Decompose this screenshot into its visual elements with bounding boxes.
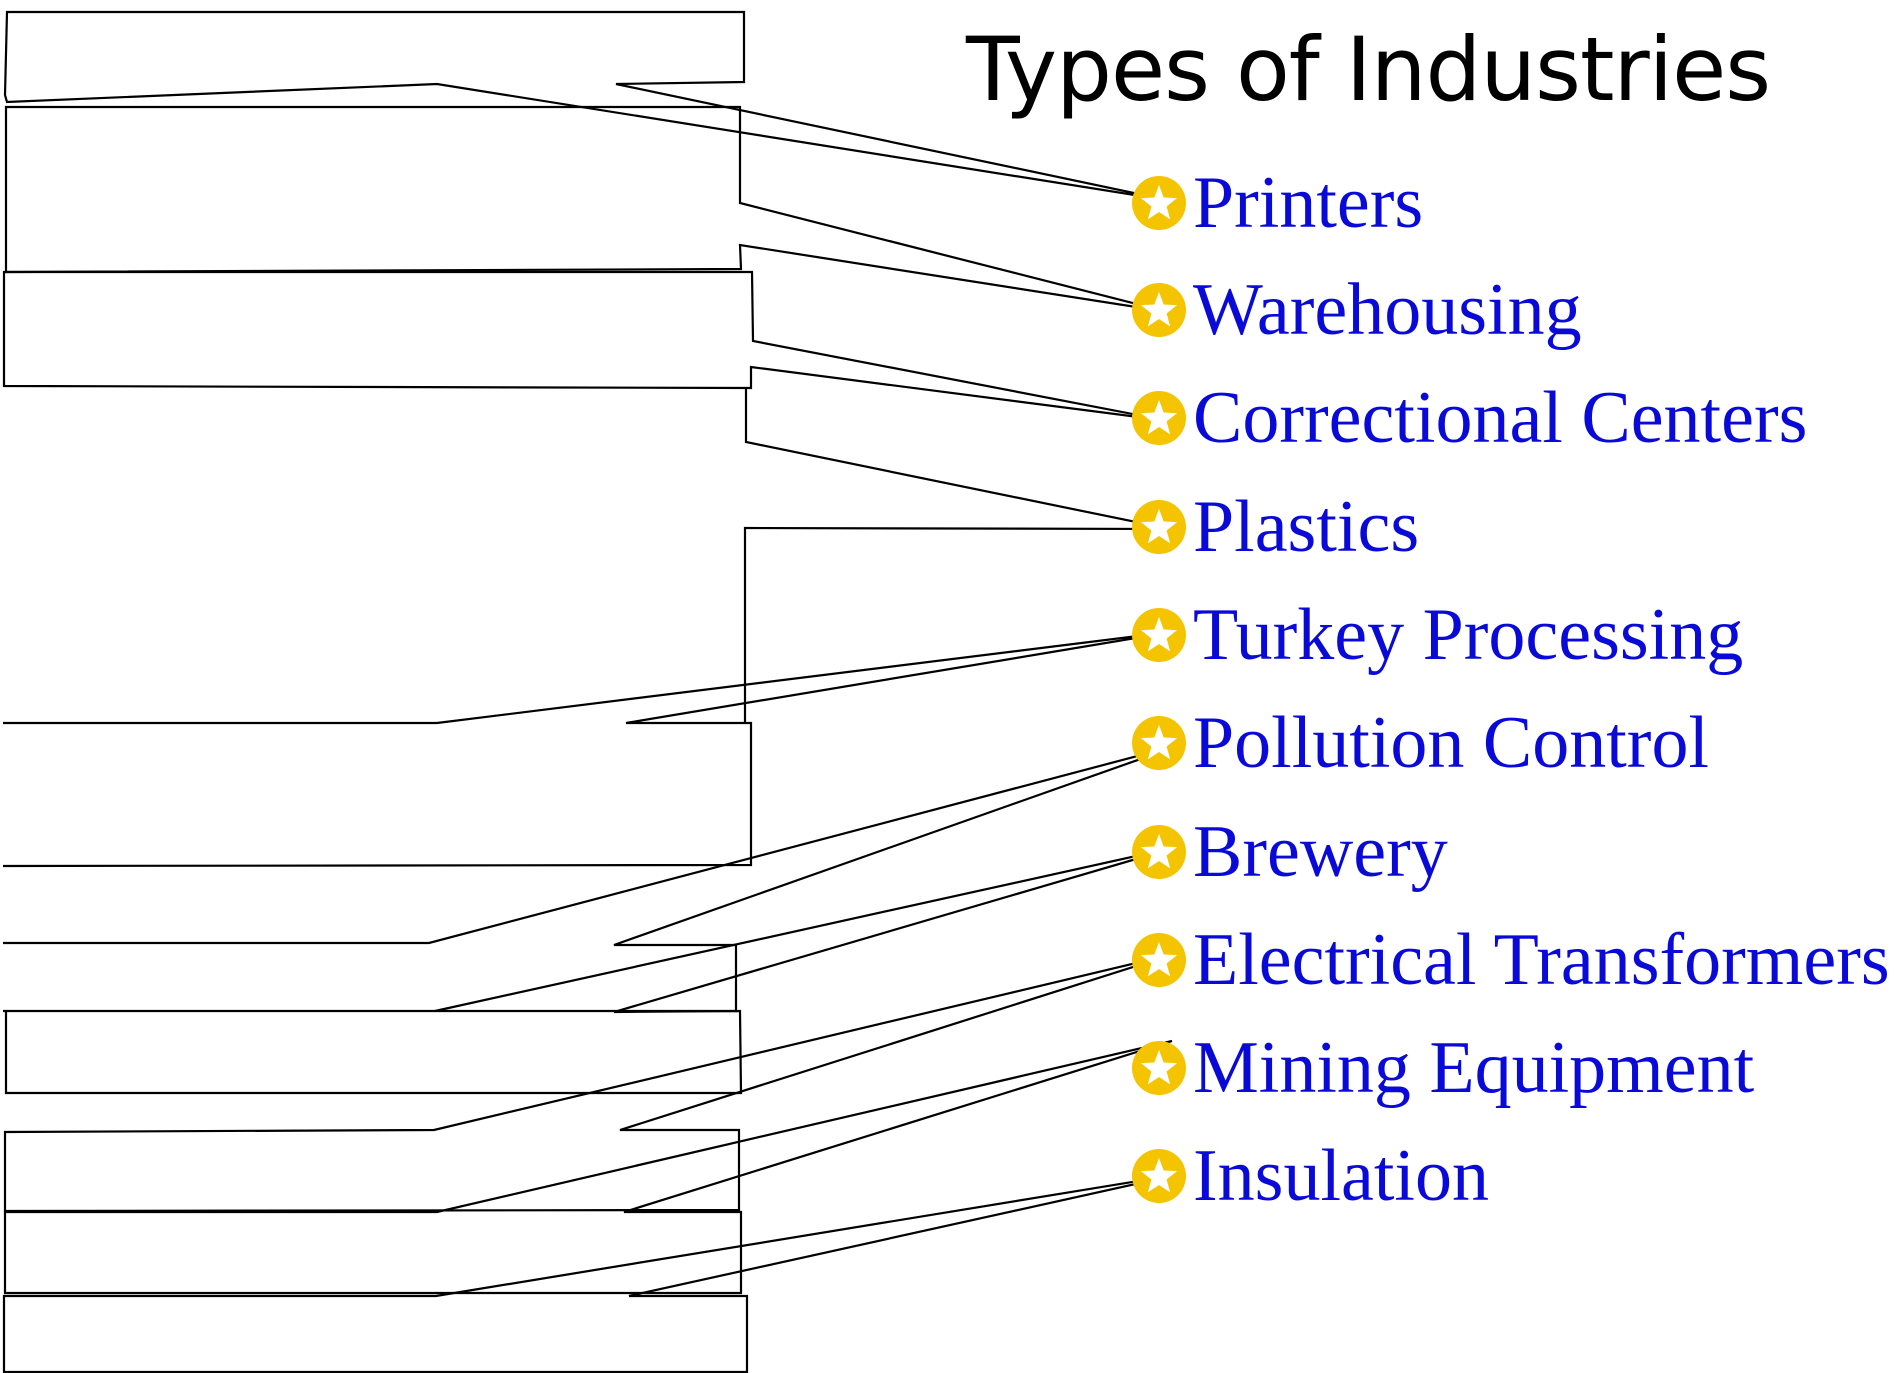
industry-label: Turkey Processing	[1193, 594, 1744, 676]
callout-printers	[3, 10, 1173, 203]
list-item: Plastics	[1131, 489, 1419, 565]
star-circle-icon	[1132, 608, 1186, 662]
industry-label: Insulation	[1193, 1135, 1489, 1217]
star-circle-icon	[1132, 716, 1186, 770]
list-item: Brewery	[1131, 814, 1448, 890]
star-circle-icon	[1132, 1149, 1186, 1203]
star-circle-icon	[1132, 933, 1186, 987]
industry-label: Brewery	[1193, 811, 1448, 893]
list-item: Electrical Transformers	[1131, 922, 1890, 998]
star-circle-icon	[1132, 1041, 1186, 1095]
list-item: Pollution Control	[1131, 705, 1709, 781]
star-circle-icon	[1132, 176, 1186, 230]
industry-label: Electrical Transformers	[1193, 919, 1890, 1001]
callout-insulation	[2, 1172, 1182, 1373]
industry-label: Printers	[1193, 162, 1424, 244]
page-title: Types of Industries	[966, 18, 1771, 121]
callout-correctional-centers	[2, 270, 1170, 423]
star-circle-icon	[1132, 391, 1186, 445]
callout-mining-equipment	[3, 1039, 1173, 1295]
list-item: Correctional Centers	[1131, 380, 1807, 456]
industry-label: Correctional Centers	[1193, 377, 1808, 459]
star-circle-icon	[1132, 825, 1186, 879]
callout-brewery	[4, 845, 1178, 1095]
star-circle-icon	[1132, 283, 1186, 337]
callout-turkey-processing	[2, 629, 1179, 868]
industry-label: Pollution Control	[1193, 702, 1710, 784]
list-item: Insulation	[1131, 1138, 1489, 1214]
industry-label: Warehousing	[1193, 269, 1582, 351]
star-circle-icon	[1132, 500, 1186, 554]
callout-pollution-control	[3, 742, 1184, 1013]
callout-plastics	[743, 388, 1171, 723]
industry-label: Plastics	[1193, 486, 1420, 568]
industry-label: Mining Equipment	[1193, 1027, 1755, 1109]
list-item: Turkey Processing	[1131, 597, 1743, 673]
list-item: Mining Equipment	[1131, 1030, 1754, 1106]
callout-electrical-transformers	[3, 952, 1175, 1213]
list-item: Printers	[1131, 165, 1423, 241]
callout-warehousing	[4, 105, 1169, 314]
list-item: Warehousing	[1131, 272, 1582, 348]
